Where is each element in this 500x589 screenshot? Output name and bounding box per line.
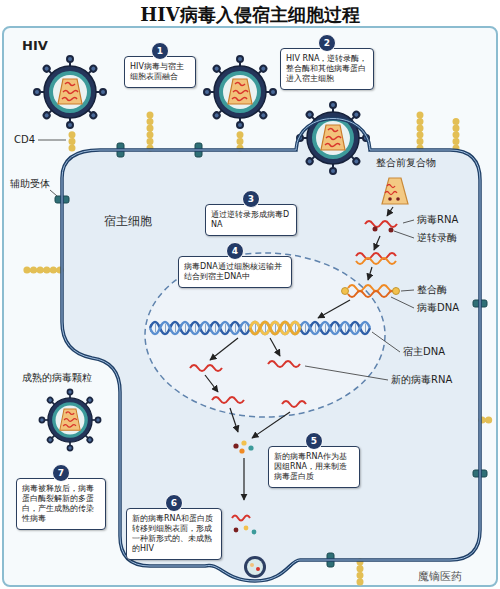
new-viral-rna	[190, 361, 306, 521]
leader-line	[305, 366, 388, 380]
viral-proteins	[233, 440, 256, 534]
part-label: 宿主DNA	[403, 346, 445, 358]
cell-body	[62, 119, 480, 582]
mature-virus	[39, 389, 100, 450]
leader-line	[403, 220, 414, 223]
cd4-receptor	[417, 112, 424, 148]
step-callout: 2HIV RNA，逆转录酶，整合酶和其他病毒蛋白进入宿主细胞	[280, 48, 374, 90]
cd4-receptor	[453, 118, 460, 148]
reverse-transcriptase	[373, 227, 378, 232]
part-label: 病毒RNA	[417, 214, 458, 226]
preintegration-complex	[382, 178, 408, 204]
step-callout: 6新的病毒RNA和蛋白质转移到细胞表面，形成一种新形式的、未成熟的HIV	[126, 508, 222, 560]
step-text: 新的病毒RNA和蛋白质转移到细胞表面，形成一种新形式的、未成熟的HIV	[132, 514, 216, 554]
callout-number: 1	[151, 42, 169, 60]
part-label: 新的病毒RNA	[391, 374, 452, 386]
cd4-receptor	[24, 267, 60, 274]
callout-number: 5	[305, 432, 323, 450]
frame	[3, 27, 497, 586]
callout-number: 4	[226, 242, 244, 260]
leader-line	[372, 332, 400, 352]
integrated-viral-dna	[250, 322, 300, 334]
cd4-receptor	[147, 110, 154, 148]
part-label: 整合前复合物	[376, 157, 436, 169]
cd4-receptor	[237, 132, 244, 148]
leader-lines	[38, 140, 414, 380]
step-text: 通过逆转录形成病毒DNA	[211, 210, 291, 230]
step-text: 新的病毒RNA作为基因组RNA，用来制造病毒蛋白质	[274, 452, 354, 482]
callout-number: 6	[165, 494, 183, 512]
reverse-transcription	[342, 221, 400, 297]
cd4-receptor	[69, 130, 76, 148]
cd4-receptor	[357, 562, 364, 582]
part-label: 整合酶	[417, 284, 447, 296]
part-label: 成熟的病毒颗粒	[22, 372, 92, 384]
hiv-virus	[34, 56, 106, 128]
reverse-transcriptase	[389, 228, 394, 233]
cell-label: 宿主细胞	[104, 213, 152, 230]
diagram-title: HIV病毒入侵宿主细胞过程	[0, 3, 500, 27]
step-callout: 3通过逆转录形成病毒DNA	[205, 204, 297, 236]
step-text: HIV RNA，逆转录酶，整合酶和其他病毒蛋白进入宿主细胞	[286, 54, 368, 84]
hiv-virus	[204, 56, 276, 128]
cell-membrane	[62, 119, 480, 582]
step-text: 病毒被释放后，病毒蛋白酶裂解新的多蛋白，产生成熟的传染性病毒	[22, 484, 100, 524]
host-dna	[150, 322, 370, 334]
immature-virus	[244, 556, 266, 578]
callout-number: 2	[318, 34, 336, 52]
step-callout: 5新的病毒RNA作为基因组RNA，用来制造病毒蛋白质	[268, 446, 360, 488]
cell-membrane-inner	[62, 119, 480, 582]
leader-line	[401, 290, 414, 291]
step-callout: 1HIV病毒与宿主细胞表面融合	[124, 56, 196, 88]
fusing-virus	[297, 102, 369, 174]
cd4-receptor	[482, 417, 494, 424]
leader-line	[38, 140, 66, 141]
leader-line	[394, 231, 414, 238]
host-cell: 3通过逆转录形成病毒DNA4病毒DNA通过细胞核运输并结合到宿主DNA中5新的病…	[60, 145, 482, 570]
step-text: HIV病毒与宿主细胞表面融合	[130, 62, 190, 82]
leader-line	[391, 297, 414, 308]
part-label: 病毒DNA	[417, 302, 459, 314]
callout-number: 3	[242, 190, 260, 208]
step-callout: 4病毒DNA通过细胞核运输并结合到宿主DNA中	[178, 256, 292, 288]
nucleus	[145, 253, 385, 417]
step-callout: 7病毒被释放后，病毒蛋白酶裂解新的多蛋白，产生成熟的传染性病毒	[16, 478, 106, 530]
step-text: 病毒DNA通过细胞核运输并结合到宿主DNA中	[184, 262, 286, 282]
integrase	[393, 288, 400, 295]
process-arrows	[205, 207, 393, 500]
part-label: 逆转录酶	[417, 232, 457, 244]
part-label: HIV	[22, 38, 48, 54]
leader-line	[50, 190, 57, 196]
integrase	[342, 288, 349, 295]
watermark: 魔镝医药	[418, 570, 462, 583]
part-label: 辅助受体	[10, 178, 50, 190]
callout-number: 7	[52, 464, 70, 482]
part-label: CD4	[14, 134, 35, 146]
